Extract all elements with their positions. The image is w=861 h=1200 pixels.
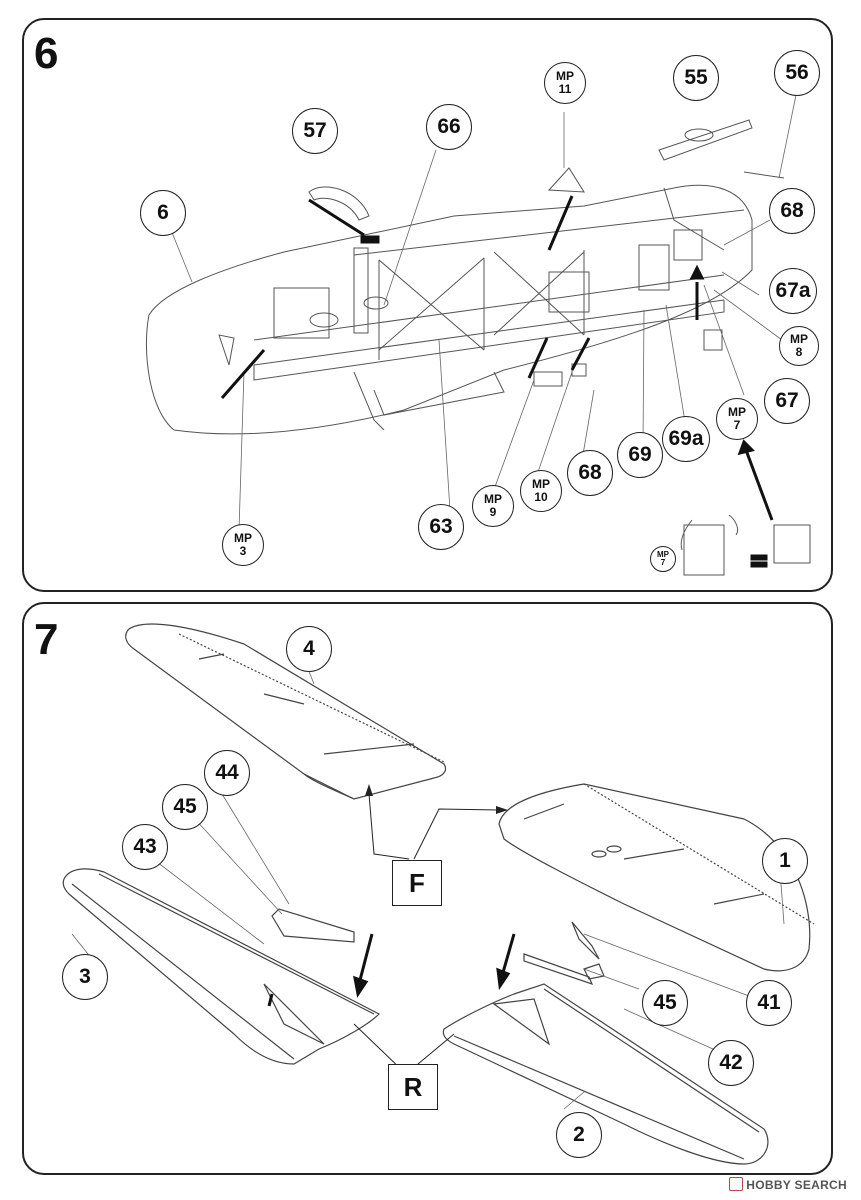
callout-mp-3: MP 3 <box>222 524 264 566</box>
hobby-search-logo-icon <box>729 1177 744 1191</box>
callout-part-3: 3 <box>62 954 108 1000</box>
callout-part-43: 43 <box>122 824 168 870</box>
step-7-panel: 7 <box>22 602 833 1175</box>
callout-mp-8: MP 8 <box>779 326 819 366</box>
callout-part-67: 67 <box>764 378 810 424</box>
mp-number: 3 <box>239 544 247 558</box>
part-57-shape <box>308 186 370 221</box>
part-55-shape <box>658 119 753 161</box>
callout-part-69a: 69a <box>662 416 710 462</box>
fuselage-outline <box>145 184 753 435</box>
callout-part-4: 4 <box>286 626 332 672</box>
callout-mp-10: MP 10 <box>520 470 562 512</box>
callout-part-66: 66 <box>426 104 472 150</box>
callout-part-41: 41 <box>746 980 792 1026</box>
callout-part-42: 42 <box>708 1040 754 1086</box>
callout-part-69: 69 <box>617 432 663 478</box>
callout-part-67a: 67a <box>769 268 817 314</box>
callout-part-55: 55 <box>673 55 719 101</box>
step-number: 6 <box>34 29 59 78</box>
mp-label: MP <box>657 549 669 559</box>
wing-assembly-drawing <box>62 623 815 1165</box>
callout-part-68-bottom: 68 <box>567 450 613 496</box>
lower-wing-right <box>442 983 769 1165</box>
mp-label: MP <box>234 531 252 546</box>
mp-number: 9 <box>489 505 497 519</box>
callout-mp-9: MP 9 <box>472 485 514 527</box>
front-label-box: F <box>392 860 442 906</box>
mp-number: 10 <box>534 490 548 504</box>
watermark-text: HOBBY SEARCH <box>746 1178 847 1192</box>
mp-number: 7 <box>660 558 666 567</box>
watermark: HOBBY SEARCH <box>729 1177 847 1192</box>
mp-label: MP <box>484 492 502 507</box>
lower-wing-left <box>62 868 381 1065</box>
callout-part-63: 63 <box>418 504 464 550</box>
mp-number: 11 <box>558 82 572 96</box>
rear-label-box: R <box>388 1064 438 1110</box>
callout-part-68-top: 68 <box>769 188 815 234</box>
mp-label: MP <box>556 69 574 84</box>
step-number: 7 <box>34 615 59 664</box>
mp-number: 7 <box>733 418 741 432</box>
upper-wing-right <box>498 783 811 972</box>
callout-mp-7: MP 7 <box>716 398 758 440</box>
callout-part-6: 6 <box>140 190 186 236</box>
callout-part-45-right: 45 <box>642 980 688 1026</box>
upper-wing-left <box>125 623 447 800</box>
step-6-panel: 6 <box>22 18 833 592</box>
mp-number: 8 <box>795 345 803 359</box>
callout-mp-7-small: MP 7 <box>650 546 676 572</box>
callout-mp-11: MP 11 <box>544 62 586 104</box>
callout-part-56: 56 <box>774 50 820 96</box>
callout-part-45-left: 45 <box>162 784 208 830</box>
callout-part-2: 2 <box>556 1112 602 1158</box>
callout-part-44: 44 <box>204 750 250 796</box>
mp-label: MP <box>728 405 746 420</box>
mp-label: MP <box>790 332 808 347</box>
callout-part-57: 57 <box>292 108 338 154</box>
part-mp11-shape <box>547 167 585 193</box>
mp-label: MP <box>532 477 550 492</box>
callout-part-1: 1 <box>762 838 808 884</box>
fuselage-cockpit-drawing <box>145 94 811 576</box>
